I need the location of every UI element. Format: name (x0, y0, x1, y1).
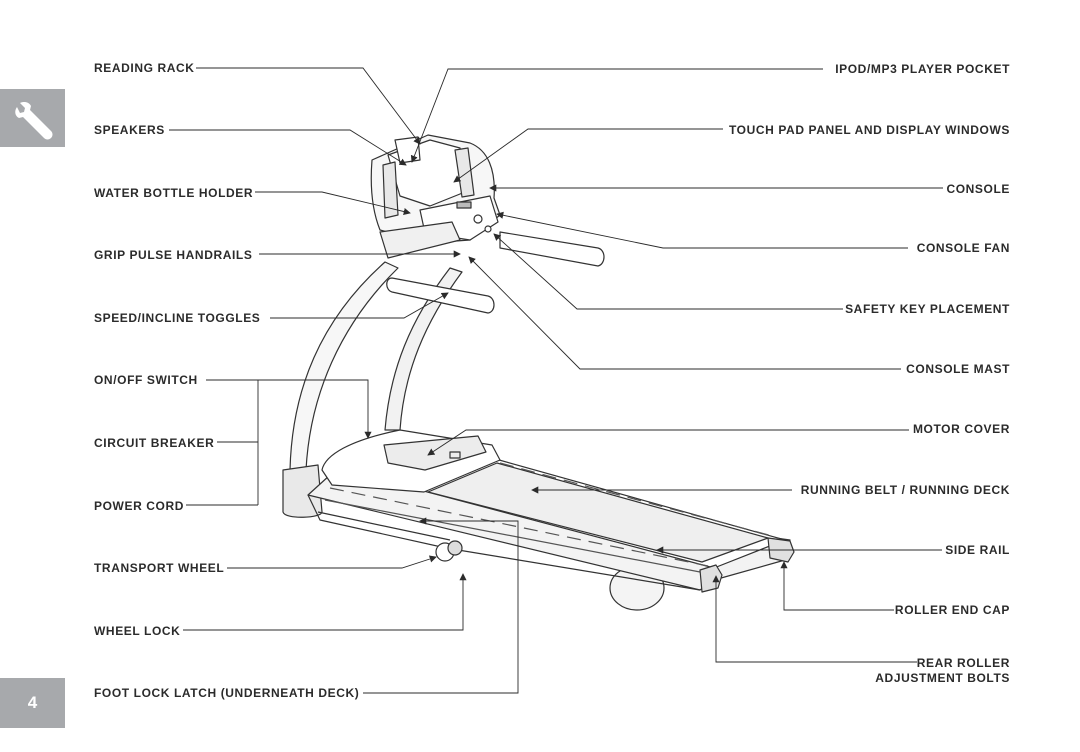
label-circuit-breaker: CIRCUIT BREAKER (94, 436, 215, 450)
label-running-belt: RUNNING BELT / RUNNING DECK (800, 483, 1010, 497)
left-handrail (386, 277, 495, 314)
page-number: 4 (0, 678, 65, 728)
wrench-icon (15, 102, 53, 140)
left-upright (289, 261, 399, 471)
label-rear-roller: REAR ROLLER (916, 656, 1010, 670)
treadmill-illustration (282, 134, 795, 611)
label-console-mast: CONSOLE MAST (906, 362, 1010, 376)
label-speakers: SPEAKERS (94, 123, 165, 137)
label-motor-cover: MOTOR COVER (912, 422, 1010, 436)
label-grip-pulse-handrails: GRIP PULSE HANDRAILS (94, 248, 253, 262)
label-adjustment-bolts: ADJUSTMENT BOLTS (875, 671, 1010, 685)
label-water-bottle-holder: WATER BOTTLE HOLDER (94, 186, 254, 200)
label-speed-incline-toggles: SPEED/INCLINE TOGGLES (94, 311, 261, 325)
right-upright (384, 267, 463, 431)
rear-end-cap (699, 564, 723, 593)
label-roller-end-cap: ROLLER END CAP (894, 603, 1010, 617)
label-touch-pad-panel: TOUCH PAD PANEL AND DISPLAY WINDOWS (728, 123, 1010, 137)
label-console: CONSOLE (946, 182, 1010, 196)
leader-lines (169, 67, 943, 694)
label-side-rail: SIDE RAIL (945, 543, 1010, 557)
label-wheel-lock: WHEEL LOCK (94, 624, 181, 638)
label-ipod-pocket: IPOD/MP3 PLAYER POCKET (835, 62, 1010, 76)
label-reading-rack: READING RACK (94, 61, 195, 75)
label-foot-lock-latch: FOOT LOCK LATCH (UNDERNEATH DECK) (94, 686, 360, 700)
section-tab (0, 89, 65, 147)
label-power-cord: POWER CORD (94, 499, 184, 513)
label-on-off-switch: ON/OFF SWITCH (94, 373, 198, 387)
label-transport-wheel: TRANSPORT WHEEL (94, 561, 225, 575)
label-safety-key: SAFETY KEY PLACEMENT (845, 302, 1010, 316)
label-console-fan: CONSOLE FAN (916, 241, 1010, 255)
right-handrail (499, 231, 605, 267)
water-bottle-holder (379, 221, 461, 259)
